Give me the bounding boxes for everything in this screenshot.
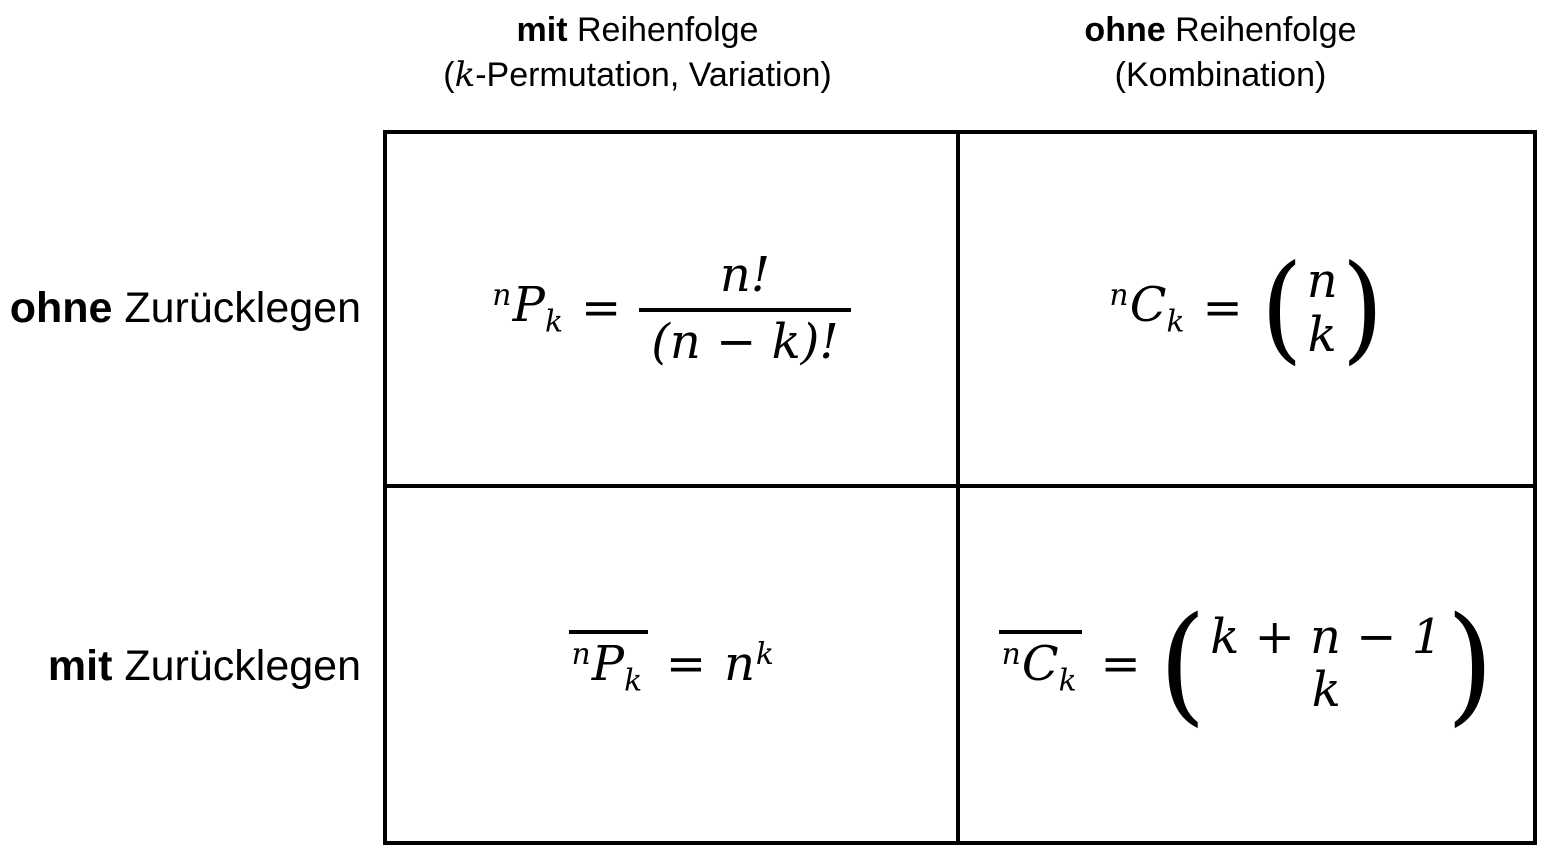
label-text: Zurücklegen	[112, 284, 361, 332]
row-label-text: mit Zurücklegen	[48, 642, 361, 691]
binomial-bottom: k	[1307, 306, 1337, 363]
fraction-numerator: n!	[719, 246, 771, 303]
label-emphasis-ohne: ohne	[9, 284, 113, 332]
cell-permutation-with-repetition: nPk = nk	[387, 487, 960, 841]
binomial-coefficient: ( n k )	[1261, 250, 1384, 367]
formula-combination-with-repetition: nCk = ( k + n − 1 k )	[999, 599, 1494, 728]
presuperscript-n: n	[1109, 278, 1129, 314]
formula-k-permutation: nPk = n! (n − k)!	[492, 246, 851, 370]
binomial-top: n	[1306, 253, 1338, 309]
subscript-k: k	[1166, 304, 1185, 340]
binomial-stack: k + n − 1 k	[1206, 608, 1446, 719]
header-text: Reihenfolge	[1165, 11, 1357, 49]
equals-sign: =	[1100, 635, 1141, 692]
label-emphasis-mit: mit	[47, 641, 113, 690]
base-P: P	[591, 635, 625, 692]
subscript-k: k	[1058, 663, 1077, 699]
header-text: Reihenfolge	[567, 11, 759, 49]
big-paren-open: (	[1260, 240, 1303, 376]
header-text: -Permutation, Variation)	[475, 56, 832, 94]
column-header-without-order-line2: (Kombination)	[1114, 56, 1327, 94]
cell-combination: nCk = ( n k )	[960, 134, 1533, 488]
power-base-n: n	[724, 635, 756, 692]
label-text: Zurücklegen	[112, 641, 361, 690]
formula-permutation-with-repetition: nPk = nk	[569, 630, 774, 699]
symbol-nPk: nPk	[492, 276, 563, 340]
column-header-with-order: mit Reihenfolge (k-Permutation, Variatio…	[349, 8, 926, 98]
paren-open: (	[443, 56, 455, 94]
presuperscript-n: n	[1001, 637, 1021, 673]
equals-sign: =	[1202, 280, 1243, 337]
fraction-denominator: (n − k)!	[639, 307, 851, 370]
row-label-text: ohne Zurücklegen	[10, 284, 361, 333]
binomial-bottom: k	[1311, 662, 1341, 719]
cell-k-permutation: nPk = n! (n − k)!	[387, 134, 960, 488]
binomial-coefficient: ( k + n − 1 k )	[1159, 599, 1494, 728]
row-label-without-replacement: ohne Zurücklegen	[0, 130, 383, 487]
binomial-stack: n k	[1303, 253, 1342, 363]
row-label-with-replacement: mit Zurücklegen	[0, 487, 383, 845]
formula-table-grid: nPk = n! (n − k)! nCk = ( n k )	[383, 130, 1537, 845]
cell-combination-with-repetition: nCk = ( k + n − 1 k )	[960, 488, 1533, 842]
header-emphasis-mit: mit	[516, 11, 568, 49]
base-C: C	[1021, 635, 1059, 692]
power-expression: nk	[724, 635, 774, 692]
overlined-symbol-nPk: nPk	[569, 630, 648, 699]
column-header-with-order-line1: mit Reihenfolge	[349, 8, 926, 53]
base-C: C	[1129, 276, 1167, 333]
subscript-k: k	[624, 663, 643, 699]
column-header-without-order: ohne Reihenfolge (Kombination)	[932, 8, 1509, 98]
big-paren-open: (	[1158, 588, 1207, 739]
column-header-with-order-line2: (k-Permutation, Variation)	[349, 53, 926, 98]
symbol-nCk: nCk	[1109, 276, 1185, 340]
big-paren-close: )	[1341, 240, 1384, 376]
presuperscript-n: n	[571, 637, 591, 673]
math-variable-k: k	[454, 55, 476, 95]
equals-sign: =	[665, 635, 707, 692]
column-header-without-order-line1: ohne Reihenfolge	[932, 8, 1509, 53]
header-emphasis-ohne: ohne	[1084, 11, 1166, 49]
overlined-symbol-nCk: nCk	[999, 630, 1083, 699]
big-paren-close: )	[1446, 588, 1494, 739]
binomial-top: k + n − 1	[1210, 608, 1443, 665]
subscript-k: k	[544, 304, 563, 340]
base-P: P	[512, 276, 545, 333]
formula-combination: nCk = ( n k )	[1109, 250, 1384, 367]
presuperscript-n: n	[492, 278, 512, 314]
equals-sign: =	[580, 280, 622, 337]
power-exponent-k: k	[755, 637, 774, 673]
fraction: n! (n − k)!	[639, 246, 851, 370]
